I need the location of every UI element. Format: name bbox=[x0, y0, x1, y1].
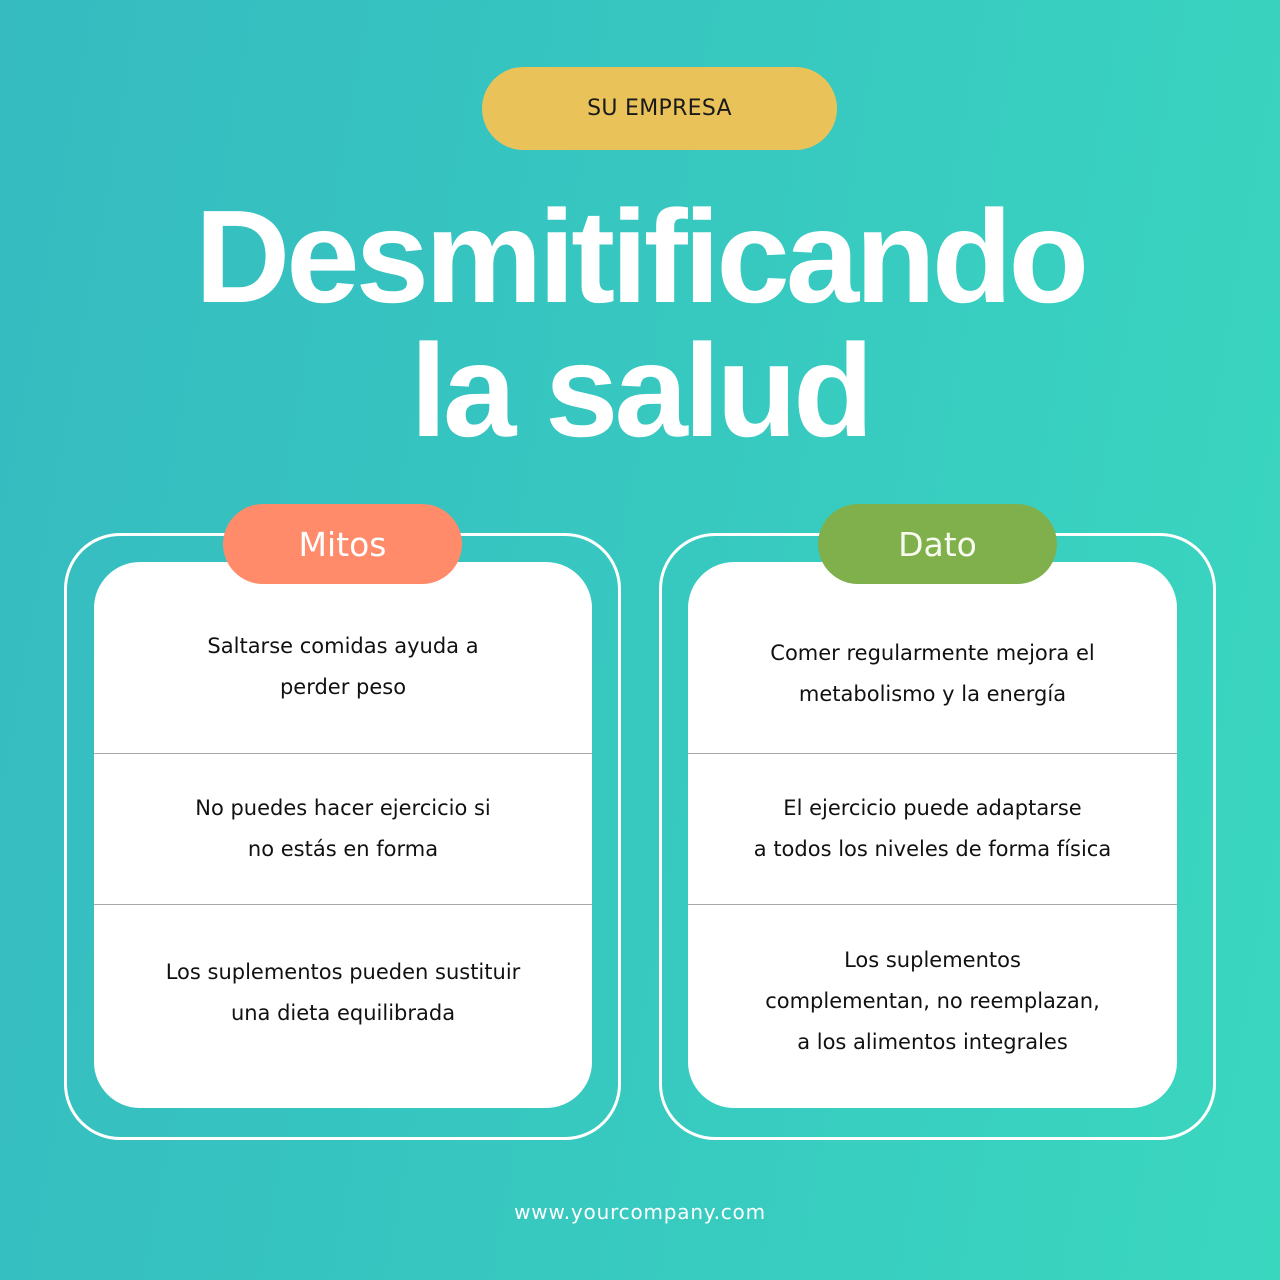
fact-item: Comer regularmente mejora el metabolismo… bbox=[770, 641, 1095, 706]
myth-item: Saltarse comidas ayuda a perder peso bbox=[207, 634, 479, 699]
page-title: Desmitificando la salud bbox=[0, 190, 1280, 458]
myth-item: No puedes hacer ejercicio si no estás en… bbox=[94, 753, 592, 904]
company-badge: SU EMPRESA bbox=[482, 67, 837, 150]
myth-item: Los suplementos pueden sustituir una die… bbox=[94, 904, 592, 1108]
myths-label: Mitos bbox=[298, 524, 387, 564]
title-line-1: Desmitificando bbox=[194, 183, 1089, 330]
facts-card: Comer regularmente mejora el metabolismo… bbox=[688, 562, 1177, 1108]
fact-item: El ejercicio puede adaptarse a todos los… bbox=[688, 753, 1177, 904]
title-line-2: la salud bbox=[410, 317, 874, 464]
myths-header-badge: Mitos bbox=[223, 504, 462, 584]
company-name: SU EMPRESA bbox=[587, 96, 732, 121]
website-url: www.yourcompany.com bbox=[514, 1200, 766, 1224]
facts-label: Dato bbox=[898, 524, 977, 564]
fact-item: Los suplementos complementan, no reempla… bbox=[688, 904, 1177, 1108]
facts-header-badge: Dato bbox=[818, 504, 1057, 584]
myths-card: Saltarse comidas ayuda a perder peso No … bbox=[94, 562, 592, 1108]
